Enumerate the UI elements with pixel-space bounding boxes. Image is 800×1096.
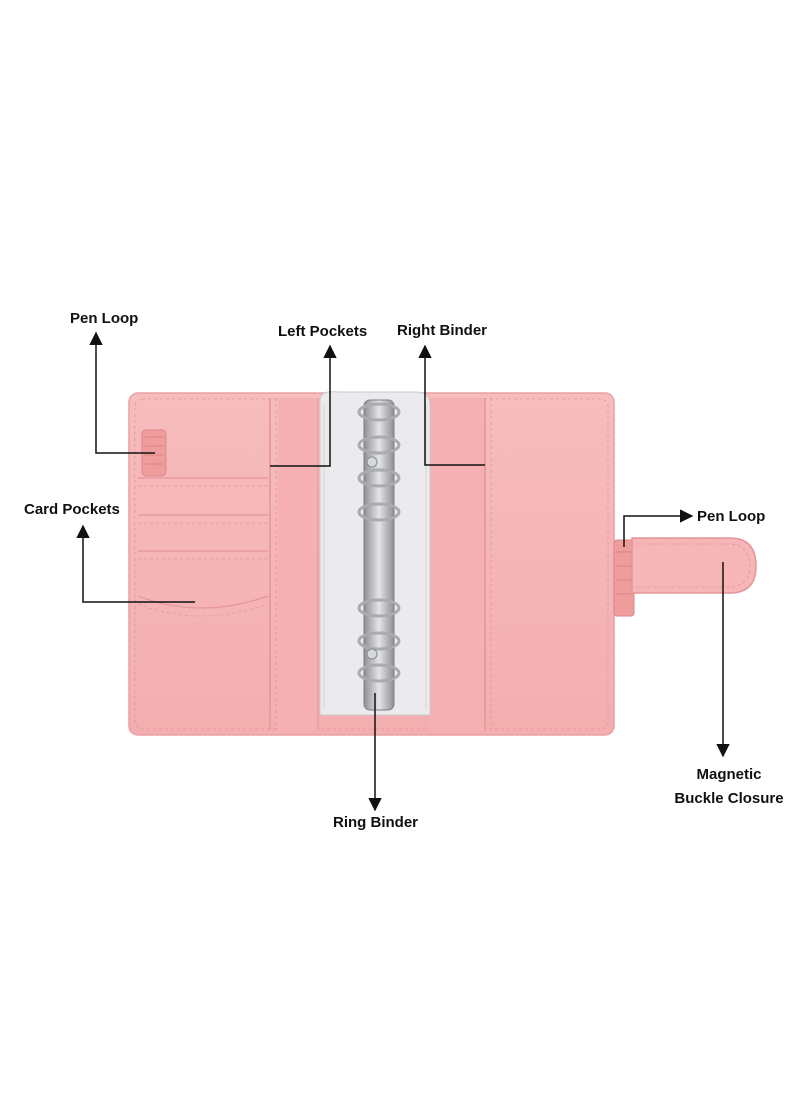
label-magnetic-line1: Magnetic xyxy=(696,766,762,783)
pen-loop-right xyxy=(613,539,635,617)
label-magnetic-line2: Buckle Closure xyxy=(674,790,784,807)
ring-binder-mechanism xyxy=(357,399,401,711)
label-card-pockets: Card Pockets xyxy=(24,501,120,518)
left-spine xyxy=(269,398,277,730)
left-pockets-panel xyxy=(278,398,319,730)
label-magnetic-buckle-closure: Magnetic Buckle Closure xyxy=(667,765,791,808)
label-right-binder: Right Binder xyxy=(397,322,487,339)
arrow-card-pockets xyxy=(76,524,195,603)
ring xyxy=(357,402,401,683)
label-pen-loop-left: Pen Loop xyxy=(70,310,139,327)
label-ring-binder: Ring Binder xyxy=(333,814,418,831)
callout-arrows xyxy=(76,331,730,812)
label-left-pockets: Left Pockets xyxy=(278,323,368,340)
magnetic-buckle-closure xyxy=(631,537,757,594)
right-binder-panel xyxy=(430,398,492,730)
label-pen-loop-right: Pen Loop xyxy=(697,508,766,525)
arrow-pen-loop-left xyxy=(89,331,155,454)
card-pockets xyxy=(137,477,269,617)
arrow-right-binder xyxy=(418,344,485,466)
arrow-pen-loop-right xyxy=(623,509,694,547)
arrow-left-pockets xyxy=(270,344,337,467)
